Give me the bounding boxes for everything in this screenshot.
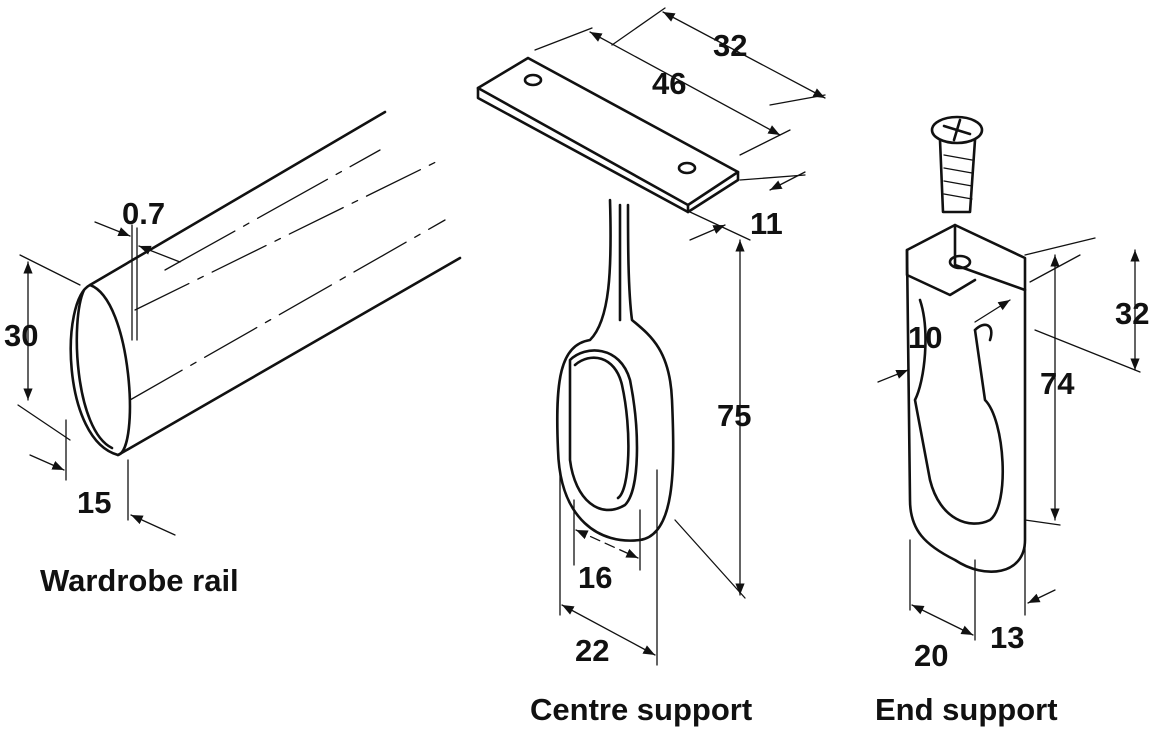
- end-support-drawing: [877, 115, 1141, 641]
- dim-rail-wall: 0.7: [122, 196, 166, 231]
- caption-wardrobe-rail: Wardrobe rail: [40, 563, 239, 598]
- caption-end-support: End support: [875, 692, 1058, 727]
- dim-centre-hole-spacing: 32: [713, 28, 748, 63]
- dim-centre-length: 46: [652, 66, 687, 101]
- dim-centre-height: 75: [717, 398, 752, 433]
- dim-centre-plate-width: 11: [750, 206, 783, 241]
- dim-centre-inner-width: 16: [578, 560, 613, 595]
- dim-end-top-height: 32: [1115, 296, 1150, 331]
- dim-rail-width: 15: [77, 485, 112, 520]
- dim-rail-height: 30: [4, 318, 39, 353]
- dim-end-hole-offset: 10: [908, 320, 943, 355]
- dim-centre-outer-width: 22: [575, 633, 610, 668]
- wardrobe-rail-drawing: [17, 110, 462, 536]
- dim-end-height: 74: [1040, 366, 1075, 401]
- dim-end-width: 20: [914, 638, 949, 673]
- caption-centre-support: Centre support: [530, 692, 753, 727]
- centre-support-drawing: [476, 7, 826, 666]
- dim-end-depth: 13: [990, 620, 1025, 655]
